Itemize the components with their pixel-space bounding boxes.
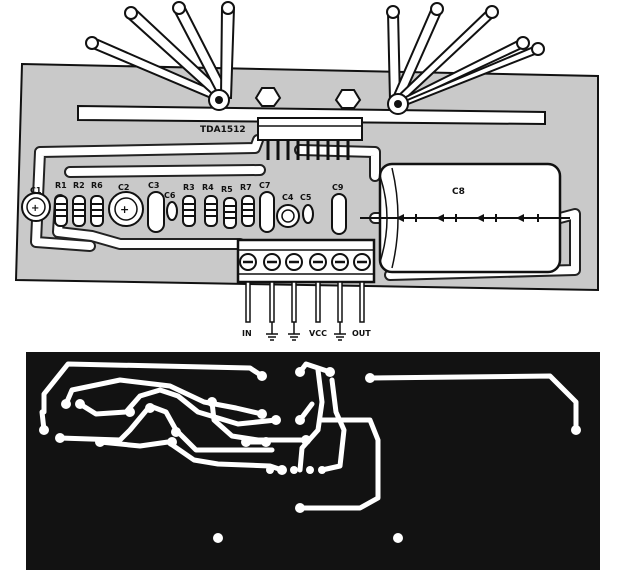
label-c2: C2 xyxy=(118,183,129,192)
copper-pads xyxy=(39,367,581,543)
label-c8: C8 xyxy=(452,187,465,197)
label-c5: C5 xyxy=(300,193,312,202)
label-c9: C9 xyxy=(332,183,344,192)
svg-text:+: + xyxy=(31,203,39,214)
label-c4: C4 xyxy=(282,193,294,202)
terminal-in-label: IN xyxy=(242,329,252,338)
capacitor-c5 xyxy=(302,204,314,224)
label-r2: R2 xyxy=(73,181,85,190)
label-r1: R1 xyxy=(55,181,67,190)
copper-board xyxy=(26,352,600,570)
terminal-out-label: OUT xyxy=(352,329,371,338)
resistor-bands xyxy=(56,203,253,219)
hex-nut xyxy=(254,87,362,109)
heatsink-screw xyxy=(208,89,409,115)
capacitor-c6 xyxy=(166,201,178,221)
label-r6: R6 xyxy=(91,181,103,190)
label-c3: C3 xyxy=(148,181,159,190)
label-c1: C1 xyxy=(30,186,42,195)
silk-traces xyxy=(30,134,581,281)
ic-tda1512 xyxy=(257,117,363,160)
label-c6: C6 xyxy=(164,191,176,200)
label-c7: C7 xyxy=(259,181,270,190)
capacitor-c3 xyxy=(147,191,165,233)
svg-text:+: + xyxy=(120,203,129,216)
capacitor-c9 xyxy=(331,193,347,235)
capacitor-c1: + xyxy=(21,192,51,222)
terminal-leads xyxy=(245,281,365,323)
heatsink-fin-ends xyxy=(85,1,545,56)
capacitor-c7 xyxy=(259,191,275,233)
capacitor-c8 xyxy=(360,162,570,274)
copper-side xyxy=(26,352,600,570)
terminal-block xyxy=(236,238,376,284)
label-r4: R4 xyxy=(202,183,214,192)
ground-icon xyxy=(266,322,346,341)
label-r3: R3 xyxy=(183,183,195,192)
capacitor-c4 xyxy=(276,204,300,228)
label-r7: R7 xyxy=(240,183,252,192)
terminal-vcc-label: VCC xyxy=(309,329,327,338)
capacitor-c2: + xyxy=(108,191,144,227)
label-r5: R5 xyxy=(221,185,233,194)
ic-label: TDA1512 xyxy=(200,125,246,135)
component-side: TDA1512 + C1 R1 R2 R6 xyxy=(14,1,599,341)
